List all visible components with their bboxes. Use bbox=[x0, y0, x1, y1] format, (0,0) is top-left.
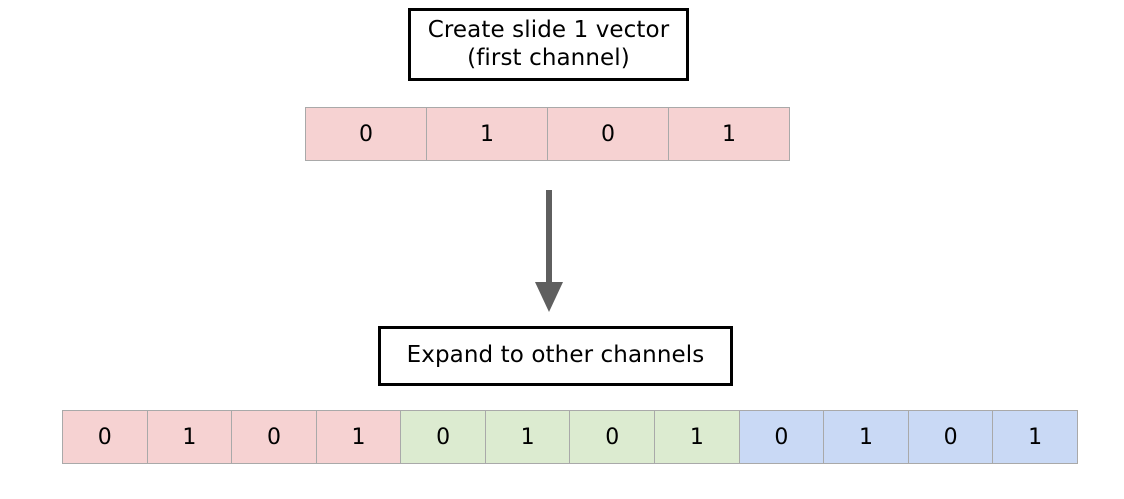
vector-cell: 1 bbox=[668, 107, 790, 161]
vector-cell: 1 bbox=[484, 410, 571, 464]
vector-cell: 1 bbox=[426, 107, 548, 161]
vector-cell: 1 bbox=[823, 410, 909, 464]
vector-cell: 1 bbox=[146, 410, 233, 464]
vector-cell: 1 bbox=[654, 410, 740, 464]
vector-cell: 0 bbox=[62, 410, 148, 464]
vector-cell: 0 bbox=[738, 410, 825, 464]
vector-cell: 0 bbox=[569, 410, 656, 464]
create-slide-vector-line-1: Create slide 1 vector bbox=[427, 17, 670, 44]
vector-cell: 1 bbox=[992, 410, 1078, 464]
create-slide-vector-box: Create slide 1 vector (first channel) bbox=[408, 8, 689, 81]
create-slide-vector-line-2: (first channel) bbox=[467, 44, 630, 71]
vector-cell: 0 bbox=[231, 410, 317, 464]
vector-cell: 0 bbox=[400, 410, 486, 464]
vector-cell: 0 bbox=[547, 107, 669, 161]
create-slide-vector-text: Create slide 1 vector (first channel) bbox=[428, 17, 670, 71]
vector-cell: 0 bbox=[907, 410, 994, 464]
down-arrow-icon bbox=[535, 190, 563, 312]
vector-cell: 0 bbox=[305, 107, 427, 161]
expand-to-channels-box: Expand to other channels bbox=[378, 326, 733, 386]
vector-cell: 1 bbox=[315, 410, 402, 464]
expand-to-channels-label: Expand to other channels bbox=[406, 342, 705, 369]
